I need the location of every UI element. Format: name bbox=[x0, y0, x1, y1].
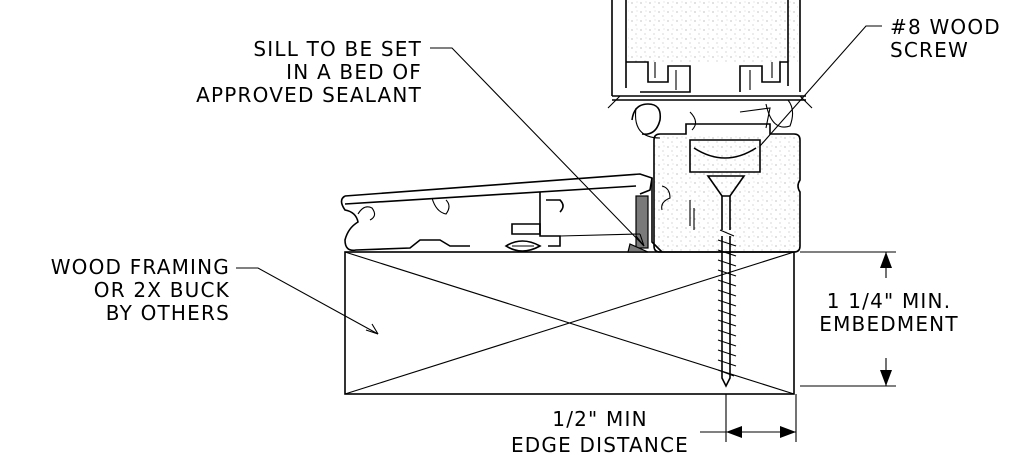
screw-line-2: SCREW bbox=[890, 38, 969, 62]
edge-distance-dimension bbox=[700, 394, 797, 442]
screw-line-1: #8 WOOD bbox=[890, 15, 1001, 39]
framing-line-2: OR 2X BUCK bbox=[93, 278, 230, 302]
embedment-line-1: 1 1/4" MIN. bbox=[826, 289, 952, 313]
edge-distance-line-2: EDGE DISTANCE bbox=[510, 433, 690, 457]
edge-distance-line-1: 1/2" MIN bbox=[552, 407, 648, 431]
embedment-dimension bbox=[800, 251, 896, 387]
framing-callout: WOOD FRAMING OR 2X BUCK BY OTHERS bbox=[18, 256, 230, 325]
embedment-callout: 1 1/4" MIN. EMBEDMENT bbox=[798, 290, 980, 336]
framing-line-3: BY OTHERS bbox=[105, 301, 230, 325]
sill-sealant-line-1: SILL TO BE SET bbox=[253, 37, 422, 61]
sill-sealant-line-2: IN A BED OF bbox=[286, 60, 422, 84]
sill-extrusion bbox=[340, 173, 671, 253]
leader-lines bbox=[236, 25, 882, 335]
edge-distance-callout: 1/2" MIN EDGE DISTANCE bbox=[500, 406, 700, 458]
sill-sealant-line-3: APPROVED SEALANT bbox=[196, 83, 422, 107]
wood-screw bbox=[689, 175, 746, 388]
screw-callout: #8 WOOD SCREW bbox=[890, 16, 1024, 62]
embedment-line-2: EMBEDMENT bbox=[819, 312, 959, 336]
sill-sealant-callout: SILL TO BE SET IN A BED OF APPROVED SEAL… bbox=[160, 38, 422, 107]
framing-line-1: WOOD FRAMING bbox=[50, 255, 230, 279]
window-panel-section bbox=[607, 0, 813, 109]
